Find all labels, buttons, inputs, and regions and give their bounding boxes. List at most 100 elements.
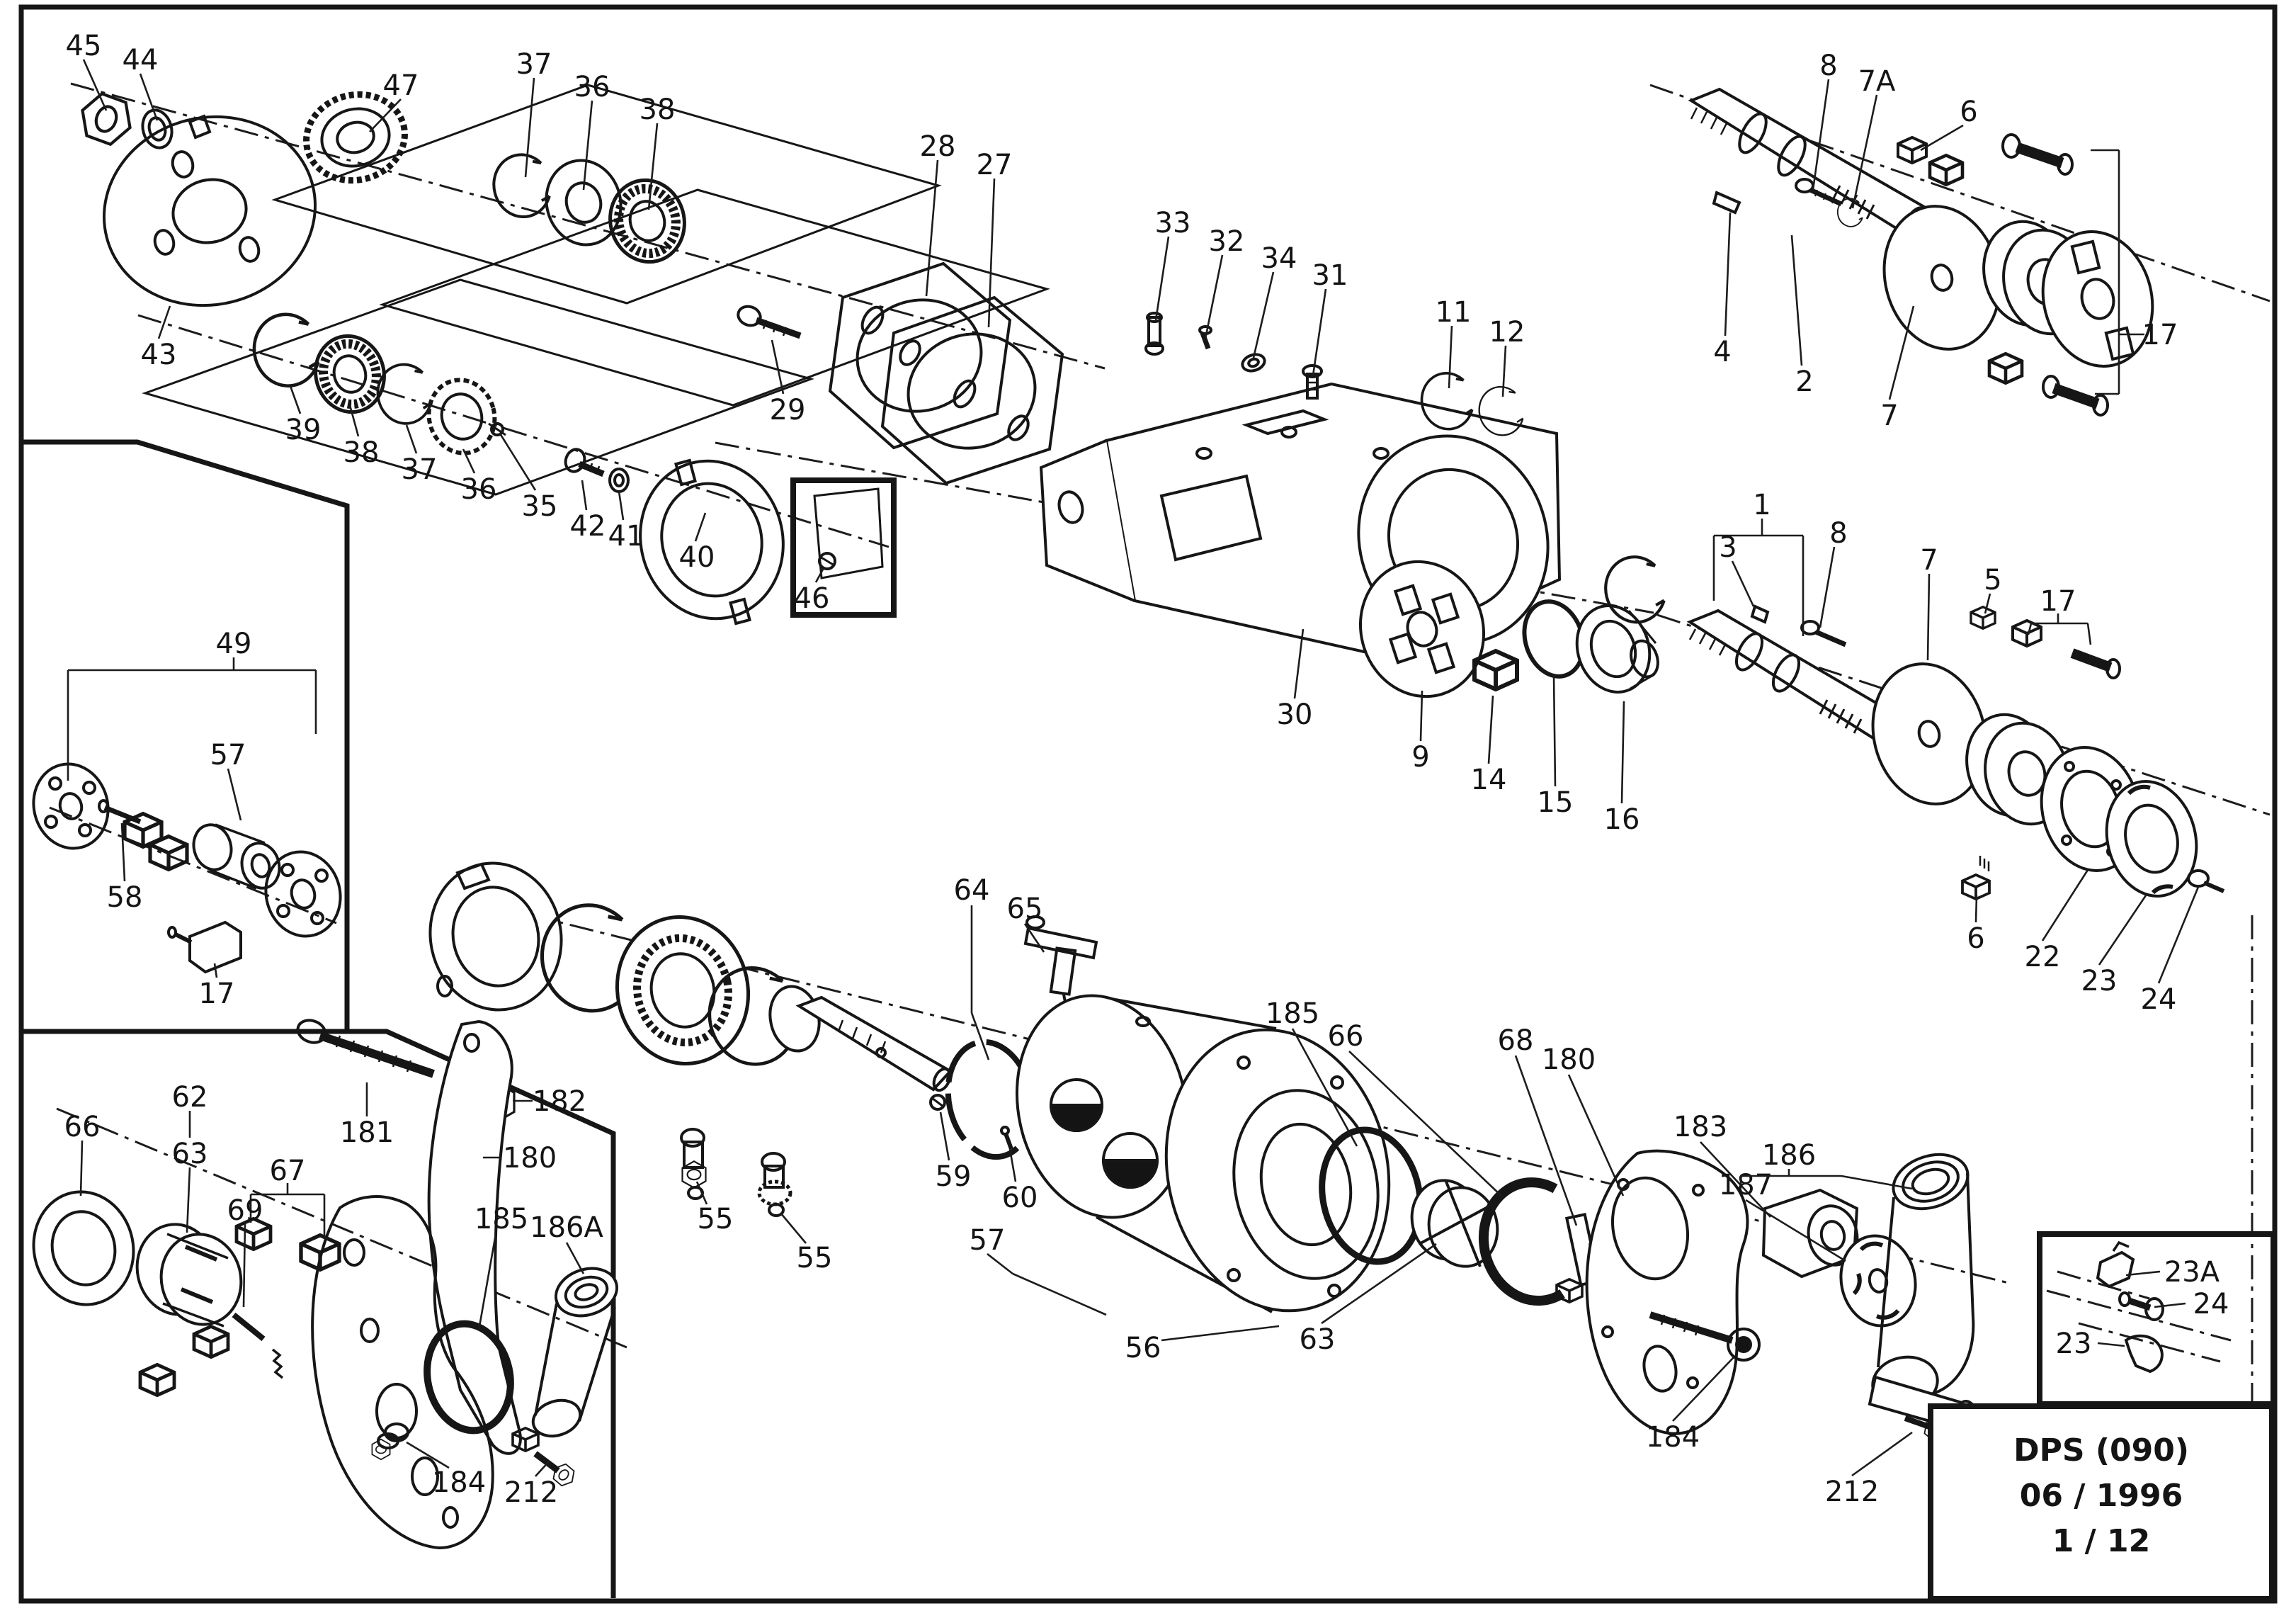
callout-leader xyxy=(186,1167,191,1233)
callout-leader xyxy=(1724,212,1732,336)
callout-leader xyxy=(1926,573,1931,661)
part-23-plate xyxy=(2105,780,2198,898)
callout-leader xyxy=(1851,1431,1913,1477)
part-16-advance-piston xyxy=(1575,604,1659,694)
title-block-model: DPS (090) xyxy=(2013,1432,2189,1469)
callout-label-43: 43 xyxy=(141,339,177,371)
callout-14-34: 14 xyxy=(1471,695,1506,796)
callout-label-17: 17 xyxy=(2142,319,2178,351)
part-29-bolt xyxy=(737,305,802,339)
part-45-nut xyxy=(75,89,138,149)
callout-label-185: 185 xyxy=(474,1203,528,1235)
callout-leader xyxy=(987,178,996,328)
callout-leader xyxy=(1745,1199,1846,1262)
callout-label-186A: 186A xyxy=(530,1211,603,1244)
callout-label-24: 24 xyxy=(2193,1288,2229,1320)
part-181-bolt xyxy=(296,1019,435,1078)
callout-leader xyxy=(939,1111,950,1161)
callout-180-75: 180 xyxy=(1542,1043,1625,1196)
callout-7-20: 7 xyxy=(1880,305,1915,432)
callout-12-13: 12 xyxy=(1489,316,1525,397)
callout-58-49: 58 xyxy=(107,822,142,914)
callout-leader xyxy=(348,404,360,437)
part-55-pressure-valve-2 xyxy=(757,1152,792,1217)
callout-leader xyxy=(499,433,537,491)
callout-label-2: 2 xyxy=(1795,366,1813,398)
part-180-end-plate xyxy=(1585,1149,1749,1435)
callout-label-7: 7 xyxy=(1880,400,1898,432)
callout-leader xyxy=(1819,546,1836,628)
callout-49-47: 49 xyxy=(67,628,317,781)
callout-leader xyxy=(2027,623,2033,635)
callout-leader xyxy=(1252,271,1275,358)
callout-label-57: 57 xyxy=(970,1224,1006,1257)
callout-36-25: 36 xyxy=(461,448,496,506)
callout-181-56: 181 xyxy=(340,1082,394,1149)
part-governor-weights xyxy=(125,814,187,870)
callout-label-39: 39 xyxy=(285,414,322,446)
part-56-hydraulic-head xyxy=(1015,994,1391,1313)
part-37-snap-ring xyxy=(487,149,555,224)
part-46-dowel xyxy=(813,487,884,579)
callout-label-23A: 23A xyxy=(2164,1256,2220,1289)
part-40-collar xyxy=(639,458,785,626)
part-33-vent-valve xyxy=(1144,312,1164,356)
callout-31-11: 31 xyxy=(1312,259,1348,376)
callout-leader xyxy=(771,339,785,395)
callout-leader xyxy=(970,1012,990,1060)
callout-38-23: 38 xyxy=(343,404,379,469)
callout-leader xyxy=(213,963,218,978)
callout-leader xyxy=(139,73,159,121)
callout-leader xyxy=(157,305,171,339)
callout-leader xyxy=(987,1252,1013,1275)
callout-37-24: 37 xyxy=(402,424,438,486)
part-2-drive-shaft xyxy=(1688,87,1932,236)
callout-label-23: 23 xyxy=(2056,1328,2092,1360)
callout-leader xyxy=(1487,695,1494,764)
callout-66-51: 66 xyxy=(64,1111,100,1196)
callout-46-31: 46 xyxy=(794,566,829,615)
callout-leader xyxy=(1501,345,1507,397)
part-39-snap-ring xyxy=(248,310,322,392)
callout-label-67: 67 xyxy=(270,1155,306,1187)
part-coupling-hub-top xyxy=(1982,220,2154,368)
part-5-key xyxy=(1970,606,1996,630)
centerline xyxy=(56,1107,627,1349)
part-17-key-screw-mid xyxy=(2011,619,2121,679)
callout-16-36: 16 xyxy=(1604,701,1639,836)
parts-layer xyxy=(23,84,2276,1602)
callout-leader xyxy=(2086,623,2092,645)
callout-55-63: 55 xyxy=(695,1181,733,1235)
centerline xyxy=(137,314,890,548)
callout-label-180: 180 xyxy=(503,1142,557,1175)
callout-leader xyxy=(647,123,659,210)
callout-24-82: 24 xyxy=(2154,1288,2229,1320)
callout-label-11: 11 xyxy=(1436,296,1472,329)
callout-label-37: 37 xyxy=(402,453,438,486)
callout-leader xyxy=(2154,1302,2186,1308)
callout-label-24: 24 xyxy=(2141,983,2177,1016)
part-49-star-washer-left xyxy=(32,762,110,850)
callout-35-26: 35 xyxy=(499,433,558,523)
part-212-banjo-bolt xyxy=(1904,1414,1950,1445)
callout-label-5: 5 xyxy=(1984,564,2001,596)
part-38-bearing xyxy=(608,178,686,264)
callout-label-49: 49 xyxy=(216,628,252,660)
part-28-gasket xyxy=(828,261,1012,450)
part-27-gasket xyxy=(880,295,1064,485)
callout-37-3: 37 xyxy=(516,48,552,178)
callout-43-21: 43 xyxy=(141,305,177,371)
callout-label-1: 1 xyxy=(1753,489,1771,521)
callout-label-8: 8 xyxy=(1829,517,1847,550)
part-63-rotor-head-inset xyxy=(135,1223,243,1328)
centerline xyxy=(2057,1270,2150,1300)
callout-leader xyxy=(82,59,108,111)
callout-label-35: 35 xyxy=(522,490,558,523)
callout-leader xyxy=(227,768,242,821)
callout-label-6: 6 xyxy=(1967,922,1984,955)
part-69-shoe-and-pin xyxy=(140,1312,284,1396)
callout-leader xyxy=(477,1233,497,1331)
callout-label-180: 180 xyxy=(1542,1043,1596,1076)
callout-leader xyxy=(1154,236,1170,321)
